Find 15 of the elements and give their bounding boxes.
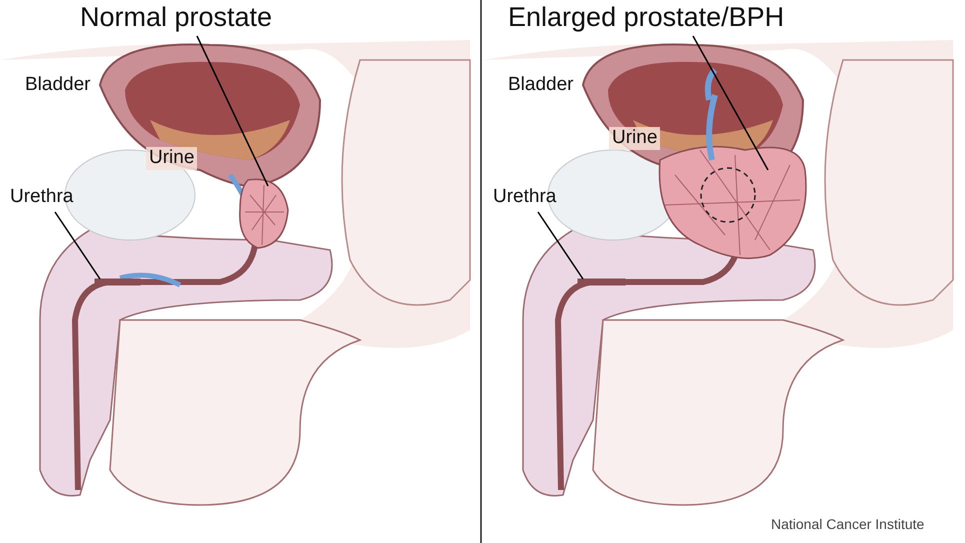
urethra: [578, 278, 626, 286]
urethra: [94, 278, 140, 286]
part-label: Bladder: [508, 74, 574, 97]
part-label: Urethra: [10, 186, 74, 208]
leader-line: [54, 212, 101, 280]
part-label: Urethra: [493, 186, 556, 208]
part-label: Bladder: [25, 74, 90, 97]
part-label: Urine: [609, 127, 660, 150]
panel-title: Enlarged prostate/BPH: [508, 2, 784, 34]
panel-title: Normal prostate: [80, 2, 272, 34]
prostate-drawing: [239, 178, 289, 249]
credit-text: National Cancer Institute: [771, 516, 924, 533]
part-label: Urine: [146, 147, 198, 170]
enlarged-prostate-drawing: [658, 146, 807, 260]
leader-line: [537, 212, 584, 280]
